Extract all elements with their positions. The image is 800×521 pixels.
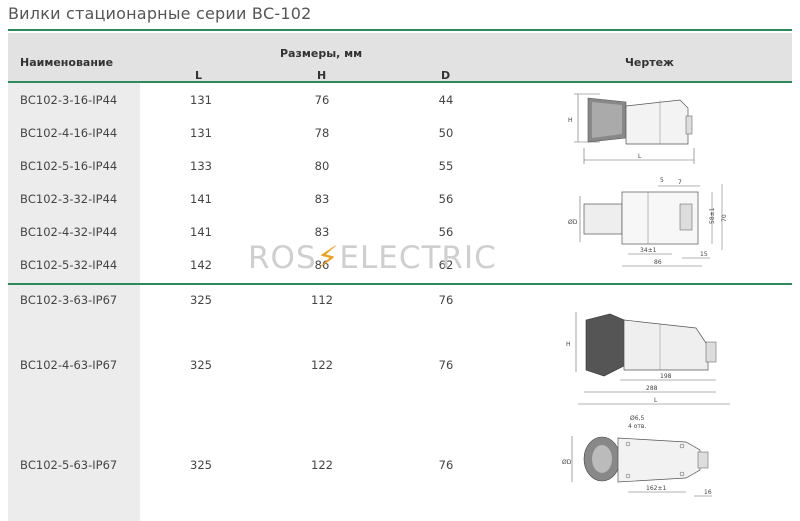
header-dimensions: Размеры, мм [280,47,363,60]
table-row: ВС102-3-63-IP67 325 112 76 [8,291,508,311]
drawing-16a-svg: H L [568,93,695,164]
cell-name: ВС102-5-32-IP44 [20,258,118,272]
cell-L: 131 [190,93,212,107]
dim-d4-D: ØD [562,459,572,466]
cell-D: 55 [438,159,454,173]
cell-D: 76 [438,293,454,307]
cell-name: ВС102-3-32-IP44 [20,192,118,206]
table-header: Наименование Размеры, мм L H D Чертеж [8,33,792,83]
header-H: H [317,69,327,82]
dim-d1-L: L [638,153,642,160]
spec-table: Наименование Размеры, мм L H D Чертеж ВС… [8,33,792,521]
watermark-bolt-icon: ⚡ [316,240,340,276]
table-row: ВС102-4-32-IP44 141 83 56 [8,223,508,243]
cell-H: 83 [314,192,330,206]
dim-d2-7: 7 [678,179,682,186]
watermark-left: ROS [248,240,317,276]
drawing-63a-top-svg: Ø6,5 4 отв. ØD 162±1 16 [562,415,712,497]
cell-D: 44 [438,93,454,107]
dim-d3-288: 288 [646,385,658,392]
title-rule [8,29,792,31]
name-column-bg [8,83,140,521]
dim-d4-holes: 4 отв. [628,423,646,430]
cell-name: ВС102-5-63-IP67 [20,458,118,472]
table-row: ВС102-4-16-IP44 131 78 50 [8,124,508,144]
drawing-plug-63a-top: Ø6,5 4 отв. ØD 162±1 16 [562,412,738,502]
table-row: ВС102-4-63-IP67 325 122 76 [8,356,508,376]
cell-D: 50 [438,126,454,140]
drawing-63a-side-svg: H 198 288 L [566,312,730,405]
dim-d2-86: 86 [654,259,662,266]
cell-L: 133 [190,159,212,173]
table-row: ВС102-3-16-IP44 131 76 44 [8,91,508,111]
drawing-32a-svg: 5 7 ØD 58±1 70 34±1 15 86 [568,177,728,267]
cell-L: 325 [190,358,212,372]
dim-d2-15: 15 [700,251,708,258]
dim-d4-16: 16 [704,489,712,496]
cell-H: 80 [314,159,330,173]
cell-D: 62 [438,258,454,272]
dim-d2-D: ØD [568,219,578,226]
page-title: Вилки стационарные серии ВС-102 [8,4,312,23]
cell-H: 86 [314,258,330,272]
group-divider [8,283,792,285]
dim-d3-H: H [566,341,571,348]
cell-L: 141 [190,192,212,206]
cell-L: 142 [190,258,212,272]
dim-d3-L: L [654,397,658,404]
dim-d1-H: H [568,117,573,124]
cell-L: 131 [190,126,212,140]
cell-D: 56 [438,225,454,239]
header-L: L [195,69,203,82]
watermark: ROS⚡ELECTRIC [248,240,497,276]
drawing-plug-32a: 5 7 ØD 58±1 70 34±1 15 86 [562,174,732,274]
dim-d2-34: 34±1 [640,247,657,254]
dim-d3-198: 198 [660,373,672,380]
cell-H: 122 [311,458,333,472]
watermark-right: ELECTRIC [339,240,497,276]
dim-d2-5: 5 [660,177,664,184]
cell-D: 76 [438,458,454,472]
cell-D: 76 [438,358,454,372]
cell-H: 83 [314,225,330,239]
drawing-plug-16a: H L [560,88,730,170]
dim-d4-162: 162±1 [646,485,666,492]
cell-L: 325 [190,293,212,307]
table-row: ВС102-3-32-IP44 141 83 56 [8,190,508,210]
cell-name: ВС102-4-32-IP44 [20,225,118,239]
header-drawing: Чертеж [625,56,675,69]
drawing-plug-63a-side: H 198 288 L [560,306,738,410]
table-row: ВС102-5-32-IP44 142 86 62 [8,256,508,276]
table-row: ВС102-5-16-IP44 133 80 55 [8,157,508,177]
cell-name: ВС102-5-16-IP44 [20,159,118,173]
cell-name: ВС102-3-63-IP67 [20,293,118,307]
dim-d2-58: 58±1 [709,207,716,224]
cell-H: 122 [311,358,333,372]
cell-D: 56 [438,192,454,206]
cell-L: 141 [190,225,212,239]
table-row: ВС102-5-63-IP67 325 122 76 [8,456,508,476]
cell-name: ВС102-3-16-IP44 [20,93,118,107]
cell-H: 78 [314,126,330,140]
cell-H: 112 [311,293,333,307]
header-D: D [441,69,451,82]
header-name: Наименование [20,56,114,69]
cell-L: 325 [190,458,212,472]
cell-name: ВС102-4-63-IP67 [20,358,118,372]
dim-d2-70: 70 [721,214,728,222]
cell-name: ВС102-4-16-IP44 [20,126,118,140]
cell-H: 76 [314,93,330,107]
dim-d4-65: Ø6,5 [630,415,644,422]
